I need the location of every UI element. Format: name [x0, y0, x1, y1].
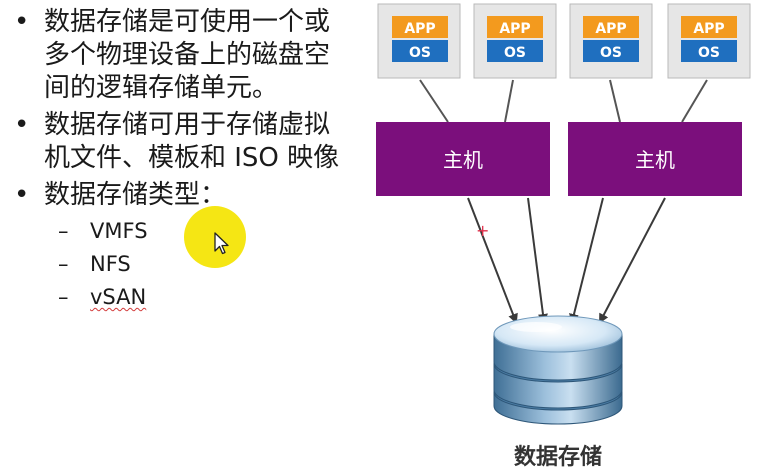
type-label: VMFS [90, 219, 148, 243]
host-datastore-arrow [527, 197, 548, 324]
vm-tile: APP OS [473, 3, 557, 79]
bullet-line: 机文件、模板和 ISO 映像 [44, 143, 340, 173]
bullet-line: 数据存储类型： [44, 180, 227, 210]
vm-host-connector [504, 79, 514, 123]
os-label: OS [504, 45, 526, 61]
vm-host-connector [681, 79, 708, 123]
app-label: APP [595, 21, 626, 37]
app-label: APP [693, 21, 724, 37]
vm-host-connector [419, 79, 449, 123]
type-item-vmfs: –VMFS [10, 216, 370, 247]
bullet-dot: • [14, 110, 30, 140]
type-label: NFS [90, 252, 131, 276]
datastore-label: 数据存储 [514, 444, 602, 470]
dash-mark: – [58, 252, 69, 276]
vm-host-connector [609, 79, 621, 123]
bullet-line: 数据存储是可使用一个或 [44, 7, 331, 37]
bullet-list: • 数据存储是可使用一个或 多个物理设备上的磁盘空 间的逻辑存储单元。 • 数据… [10, 6, 370, 313]
host-datastore-arrow [599, 197, 666, 324]
app-label: APP [404, 21, 435, 37]
mouse-cursor-icon [214, 232, 229, 255]
host-label: 主机 [635, 148, 675, 172]
bullet-usage: • 数据存储可用于存储虚拟 机文件、模板和 ISO 映像 [10, 109, 370, 175]
vm-tile: APP OS [377, 3, 461, 79]
bullet-dot: • [14, 7, 30, 37]
bullet-definition: • 数据存储是可使用一个或 多个物理设备上的磁盘空 间的逻辑存储单元。 [10, 6, 370, 105]
os-label: OS [409, 45, 431, 61]
bullet-line: 间的逻辑存储单元。 [44, 73, 279, 103]
host-box: 主机 [376, 122, 550, 196]
os-label: OS [698, 45, 720, 61]
type-item-vsan: –vSAN [10, 282, 370, 313]
bullet-line: 数据存储可用于存储虚拟 [44, 110, 331, 140]
host-datastore-arrow [467, 197, 518, 324]
type-item-nfs: –NFS [10, 249, 370, 280]
vm-tile: APP OS [569, 3, 653, 79]
app-label: APP [499, 21, 530, 37]
type-label: vSAN [90, 285, 147, 309]
host-box: 主机 [568, 122, 742, 196]
os-label: OS [600, 45, 622, 61]
bullet-dot: • [14, 180, 30, 210]
dash-mark: – [58, 285, 69, 309]
bullet-line: 多个物理设备上的磁盘空 [44, 40, 331, 70]
host-datastore-arrow [569, 197, 604, 324]
dash-mark: – [58, 219, 69, 243]
host-label: 主机 [443, 148, 483, 172]
bullet-types: • 数据存储类型： [10, 179, 370, 212]
datastore-cylinder-icon [493, 315, 623, 425]
vm-tile: APP OS [667, 3, 751, 79]
red-cursor-mark-icon: + [476, 221, 489, 240]
